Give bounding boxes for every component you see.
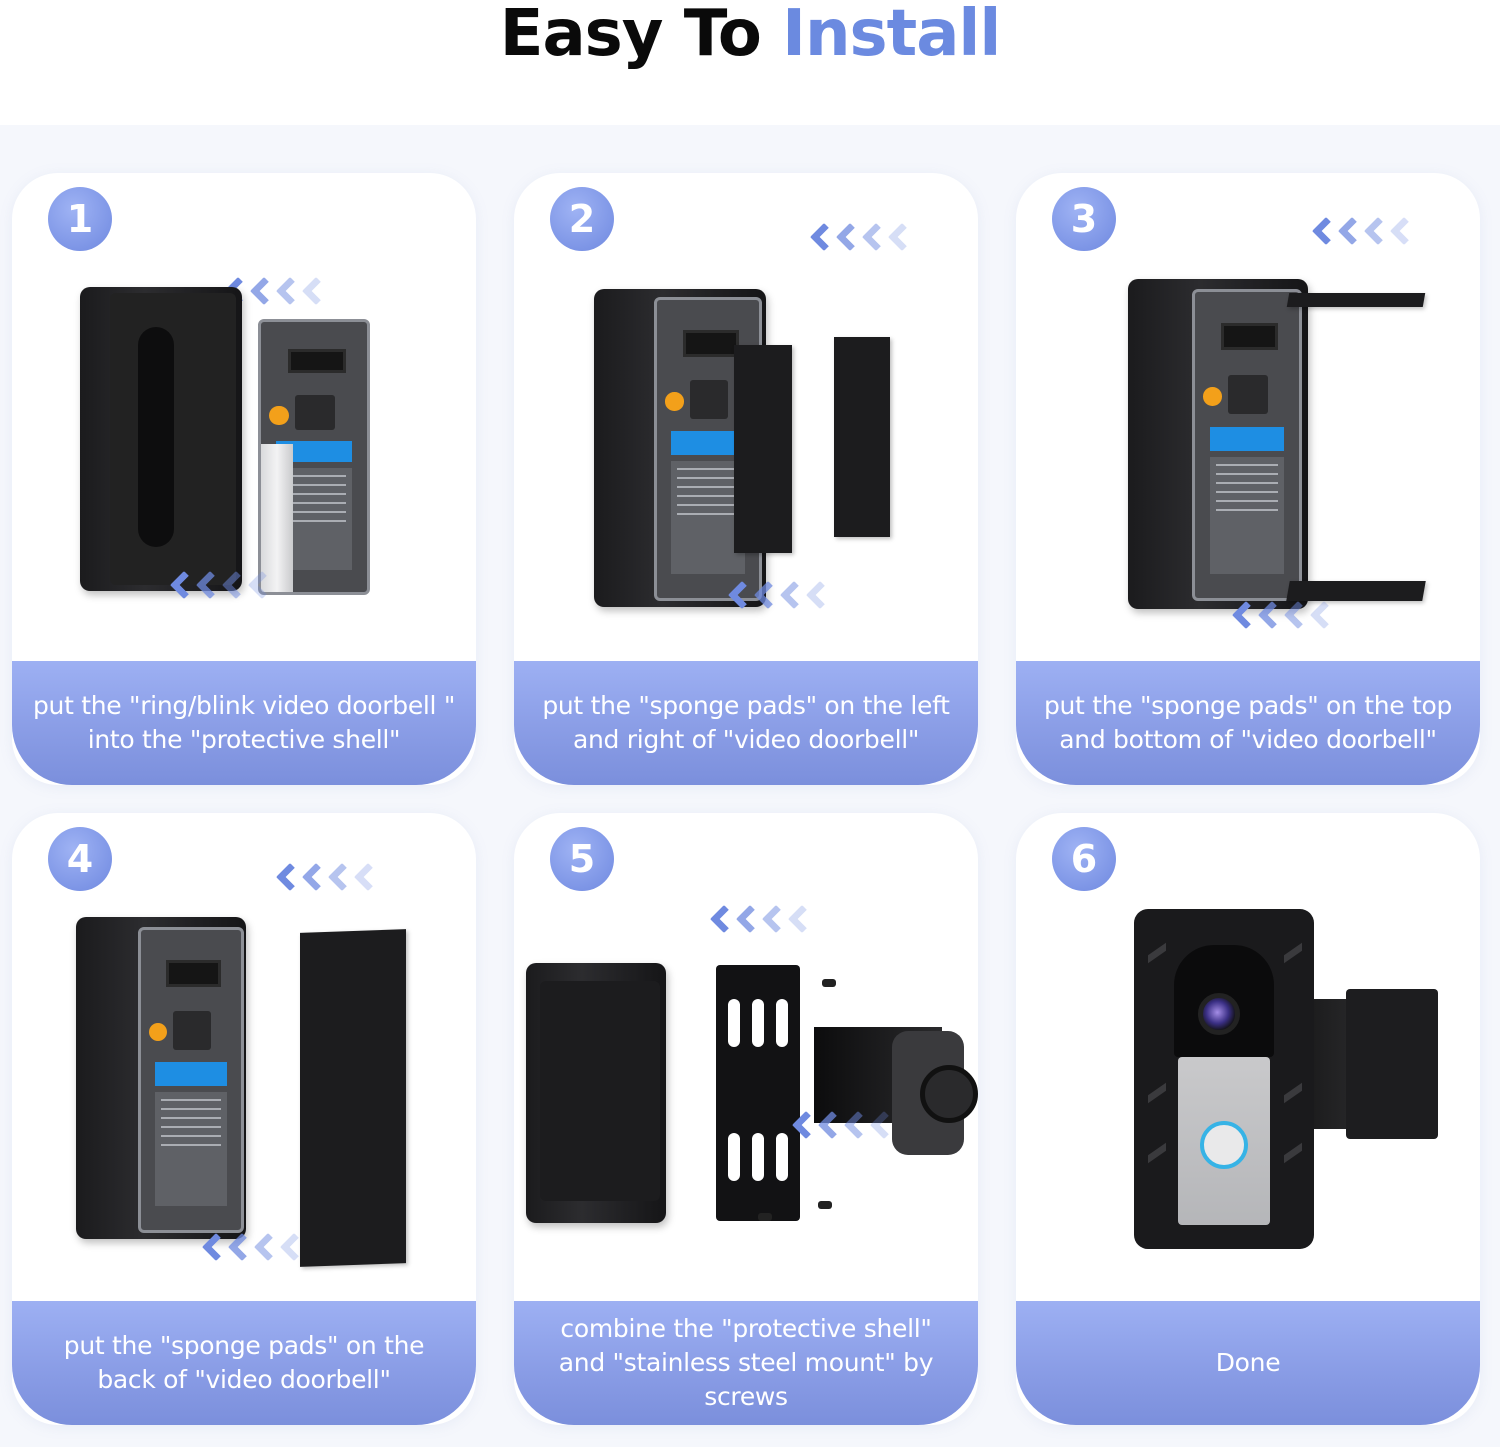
sponge-pad-left-icon bbox=[734, 345, 792, 553]
step-card-1: 1 put the "ring/blink video doorbell " i… bbox=[12, 173, 476, 785]
protective-shell-back-icon bbox=[526, 963, 666, 1223]
step-caption: put the "sponge pads" on the back of "vi… bbox=[12, 1301, 476, 1425]
step-number-badge: 1 bbox=[48, 187, 112, 251]
step-card-3: 3 put the "sponge pads" on the top and b… bbox=[1016, 173, 1480, 785]
finished-doorbell-icon bbox=[1134, 909, 1314, 1249]
mount-bracket-icon bbox=[1346, 989, 1438, 1139]
step-card-5: 5 combine the "protective shell" and "st… bbox=[514, 813, 978, 1425]
direction-arrow-icon bbox=[709, 904, 817, 934]
step-illustration bbox=[514, 222, 978, 661]
video-doorbell-icon bbox=[138, 927, 244, 1233]
step-number-badge: 6 bbox=[1052, 827, 1116, 891]
insert-arrow-icon bbox=[169, 570, 277, 600]
title-accent-text: Install bbox=[782, 0, 1001, 71]
step-illustration bbox=[1016, 893, 1480, 1301]
stainless-steel-mount-plate-icon bbox=[716, 965, 800, 1221]
page-title: Easy To Install bbox=[0, 0, 1500, 84]
step-illustration bbox=[12, 862, 476, 1301]
step-caption: put the "sponge pads" on the top and bot… bbox=[1016, 661, 1480, 785]
doorbell-button-icon bbox=[1200, 1121, 1248, 1169]
title-text: Easy To bbox=[499, 0, 783, 71]
thumb-knob-icon bbox=[920, 1065, 978, 1123]
direction-arrow-icon bbox=[809, 222, 917, 252]
step-card-6: 6 Done bbox=[1016, 813, 1480, 1425]
step-card-4: 4 put the "sponge pads" on the back of "… bbox=[12, 813, 476, 1425]
step-caption: combine the "protective shell" and "stai… bbox=[514, 1301, 978, 1425]
direction-arrow-icon bbox=[727, 580, 835, 610]
direction-arrow-icon bbox=[275, 862, 383, 892]
step-number-badge: 5 bbox=[550, 827, 614, 891]
step-caption: Done bbox=[1016, 1301, 1480, 1425]
screw-icon bbox=[758, 1213, 772, 1221]
direction-arrow-icon bbox=[1311, 216, 1419, 246]
direction-arrow-icon bbox=[1231, 600, 1339, 630]
sponge-pad-bottom-icon bbox=[1286, 581, 1426, 601]
step-number-badge: 4 bbox=[48, 827, 112, 891]
step-card-2: 2 put the "sponge pads" on the left and … bbox=[514, 173, 978, 785]
screw-icon bbox=[818, 1201, 832, 1209]
step-illustration bbox=[514, 893, 978, 1301]
step-caption: put the "sponge pads" on the left and ri… bbox=[514, 661, 978, 785]
video-doorbell-icon bbox=[1192, 289, 1302, 601]
protective-shell-icon bbox=[80, 287, 242, 591]
sponge-pad-back-icon bbox=[300, 929, 406, 1267]
video-doorbell-icon bbox=[258, 319, 370, 595]
sponge-pad-top-icon bbox=[1286, 293, 1426, 307]
step-illustration bbox=[12, 253, 476, 661]
camera-lens-icon bbox=[1198, 993, 1240, 1035]
screw-icon bbox=[822, 979, 836, 987]
step-number-badge: 2 bbox=[550, 187, 614, 251]
direction-arrow-icon bbox=[201, 1232, 309, 1262]
sponge-pad-right-icon bbox=[834, 337, 890, 537]
step-illustration bbox=[1016, 216, 1480, 661]
step-caption: put the "ring/blink video doorbell " int… bbox=[12, 661, 476, 785]
direction-arrow-icon bbox=[791, 1110, 899, 1140]
step-number-badge: 3 bbox=[1052, 187, 1116, 251]
